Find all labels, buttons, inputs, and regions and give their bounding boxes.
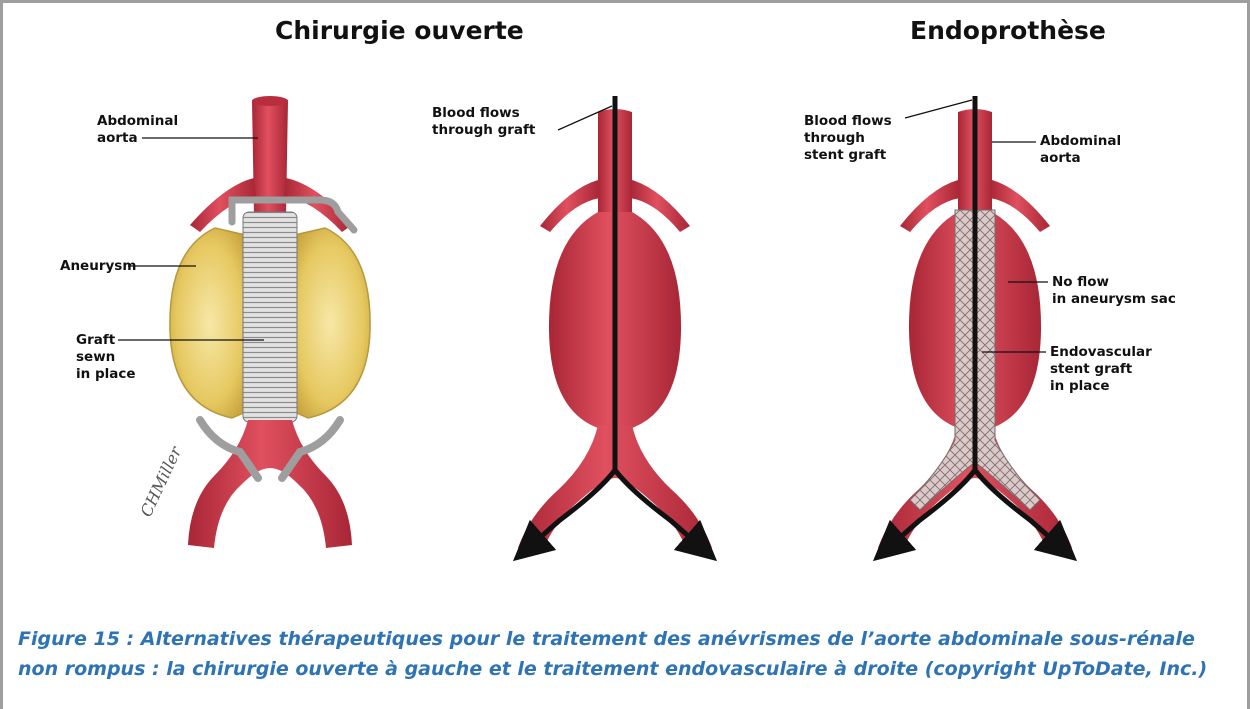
label-line: Blood flows <box>432 105 520 121</box>
label-line: in place <box>76 366 136 382</box>
label-line: Blood flows <box>804 113 892 129</box>
figure-caption: Figure 15 : Alternatives thérapeutiques … <box>18 624 1240 684</box>
label-line: Endovascular <box>1050 344 1152 360</box>
caption-line-2: non rompus : la chirurgie ouverte à gauc… <box>18 654 1240 684</box>
label-aneurysm: Aneurysm <box>60 258 196 274</box>
label-line: Graft <box>76 332 116 348</box>
label-line: stent graft <box>1050 361 1133 377</box>
label-abdominal-aorta-left: Abdominal aorta <box>97 113 258 146</box>
label-line: in place <box>1050 378 1110 394</box>
label-line: in aneurysm sac <box>1052 291 1176 307</box>
caption-line-1: Figure 15 : Alternatives thérapeutiques … <box>18 624 1240 654</box>
label-blood-flows-graft: Blood flows through graft <box>432 105 612 138</box>
label-blood-flows-stent: Blood flows through stent graft <box>804 100 972 163</box>
label-line: Aneurysm <box>60 258 136 274</box>
label-line: No flow <box>1052 274 1109 290</box>
label-line: Abdominal <box>1040 133 1121 149</box>
label-line: through graft <box>432 122 536 138</box>
label-line: through <box>804 130 865 146</box>
medical-illustration: CHMiller Abdominal aorta Aneurysm Graft … <box>0 0 1250 620</box>
label-line: sewn <box>76 349 115 365</box>
label-line: aorta <box>1040 150 1081 166</box>
label-abdominal-aorta-right: Abdominal aorta <box>992 133 1121 166</box>
open-surgery-illustration <box>170 96 370 548</box>
graft-flow-illustration <box>518 96 712 552</box>
label-line: Abdominal <box>97 113 178 129</box>
label-line: stent graft <box>804 147 887 163</box>
artist-signature: CHMiller <box>136 442 186 519</box>
label-line: aorta <box>97 130 138 146</box>
